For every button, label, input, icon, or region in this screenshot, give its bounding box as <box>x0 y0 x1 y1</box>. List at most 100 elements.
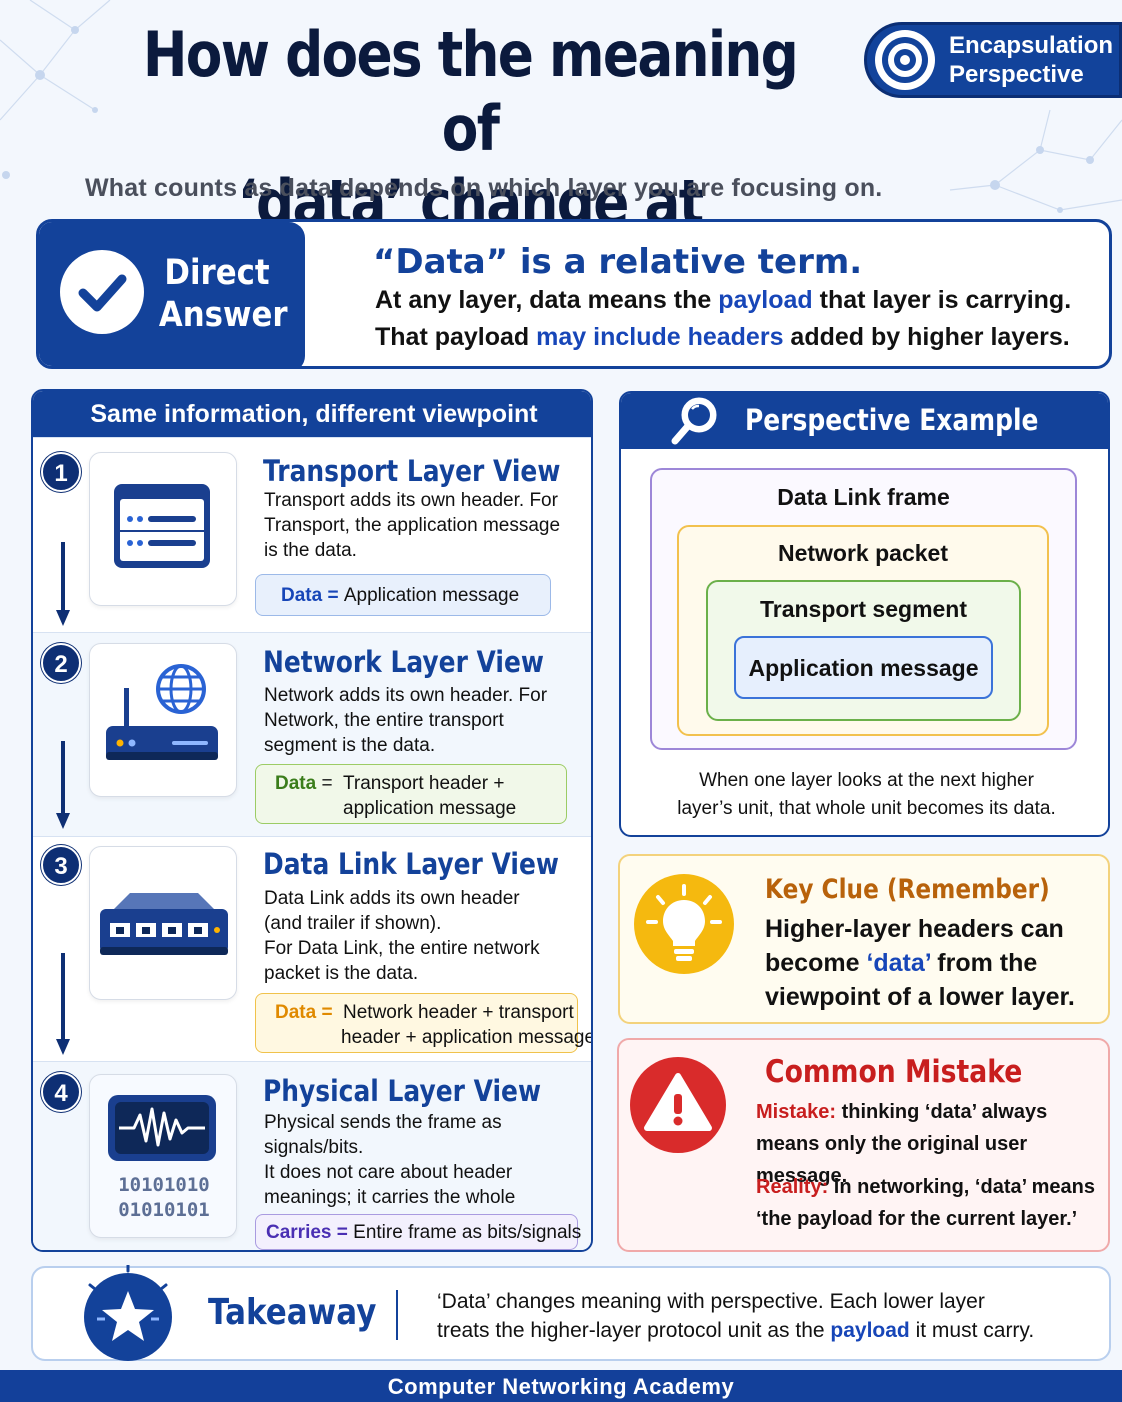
network-title: Network Layer View <box>263 645 544 679</box>
network-icon-box <box>89 643 237 797</box>
mistake-text: Mistake: thinking ‘data’ always means on… <box>756 1096 1106 1192</box>
network-packet-label: Network packet <box>777 540 948 566</box>
perspective-example-title: Perspective Example <box>745 403 1039 437</box>
down-arrow-icon <box>56 741 70 829</box>
key-clue-text-a: Higher-layer headers can become <box>765 915 1064 977</box>
layer-row-transport: 1 Transport Layer View Transport adds it… <box>33 437 591 632</box>
formula-value: Entire frame as bits/signals <box>353 1222 582 1243</box>
formula-key: Carries <box>266 1222 332 1243</box>
data-link-frame-label: Data Link frame <box>777 484 950 510</box>
takeaway-line-2: treats the higher-layer protocol unit as… <box>437 1316 1034 1345</box>
encapsulation-badge: Encapsulation Perspective <box>864 22 1122 98</box>
answer-line-1-text-b: that layer is carrying. <box>812 286 1072 314</box>
formula-value-line-2: header + application message <box>341 1027 593 1048</box>
bits-line-1: 10101010 <box>118 1174 210 1196</box>
formula-key: Data <box>275 773 317 794</box>
physical-description: Physical sends the frame as signals/bits… <box>264 1110 574 1235</box>
formula-value-line-1: Network header + transport <box>343 1002 574 1023</box>
answer-line-1-text-a: At any layer, data means the <box>375 286 719 314</box>
switch-icon <box>100 893 228 955</box>
bits-line-2: 01010101 <box>118 1199 210 1221</box>
star-icon <box>84 1265 172 1361</box>
takeaway-highlight-payload: payload <box>830 1319 910 1342</box>
perspective-example-header: Perspective Example <box>621 393 1108 449</box>
data-link-description: Data Link adds its own header (and trail… <box>264 886 559 986</box>
formula-key: Data <box>281 585 323 606</box>
formula-equals: = <box>316 1002 333 1023</box>
direct-answer-label-line-1: Direct <box>164 253 270 293</box>
step-number-2: 2 <box>41 643 81 683</box>
formula-equals: = <box>322 585 344 606</box>
layer-row-network: 2 Network Layer View Network adds its ow… <box>33 632 591 836</box>
badge-line-1: Encapsulation <box>949 32 1114 59</box>
page-subtitle: What counts as data depends on which lay… <box>85 174 883 202</box>
down-arrow-icon <box>56 953 70 1055</box>
common-mistake-title: Common Mistake <box>765 1054 1023 1090</box>
perspective-example-panel: Perspective Example Data Link frame Netw… <box>619 391 1110 837</box>
perspective-caption-line-1: When one layer looks at the next higher <box>699 770 1034 791</box>
transport-icon-box <box>89 452 237 606</box>
takeaway-line-2-text-b: it must carry. <box>909 1319 1035 1342</box>
window-list-icon <box>114 484 210 568</box>
title-line-1: How does the meaning of <box>142 18 799 165</box>
answer-highlight-payload: payload <box>718 286 813 314</box>
reality-body: in networking, ‘data’ means ‘the payload… <box>756 1176 1095 1230</box>
application-message-box: Application message <box>734 636 993 699</box>
key-clue-body: Higher-layer headers can become ‘data’ f… <box>765 912 1105 1014</box>
takeaway-line-1: ‘Data’ changes meaning with perspective.… <box>437 1290 985 1313</box>
takeaway-label: Takeaway <box>208 1292 377 1333</box>
physical-description-line-1: Physical sends the frame as signals/bits… <box>264 1112 502 1158</box>
formula-value: Application message <box>343 585 520 606</box>
network-formula: Data = Transport header + application me… <box>255 764 567 824</box>
data-link-description-line-1: Data Link adds its own header (and trail… <box>264 888 520 934</box>
checkmark-icon <box>60 250 144 334</box>
formula-key: Data <box>275 1002 317 1023</box>
key-clue-title: Key Clue (Remember) <box>765 874 1050 905</box>
transport-segment-label: Transport segment <box>759 596 968 622</box>
perspective-caption-line-2: layer’s unit, that whole unit becomes it… <box>677 798 1056 819</box>
magnifier-icon <box>671 397 717 445</box>
network-description: Network adds its own header. For Network… <box>264 685 548 756</box>
perspective-caption: When one layer looks at the next higher … <box>621 767 1108 823</box>
data-link-description-line-2: For Data Link, the entire network packet… <box>264 938 540 984</box>
transport-description: Transport adds its own header. For Trans… <box>264 490 561 561</box>
key-clue-card: Key Clue (Remember) Higher-layer headers… <box>618 854 1110 1024</box>
formula-value-line-1: Transport header + <box>343 773 505 794</box>
direct-answer-label-line-2: Answer <box>158 295 288 335</box>
data-link-icon-box <box>89 846 237 1000</box>
mistake-body: thinking ‘data’ always means only the or… <box>756 1101 1048 1187</box>
lightbulb-icon <box>634 874 734 974</box>
common-mistake-card: Common Mistake Mistake: thinking ‘data’ … <box>617 1038 1110 1252</box>
answer-line-2-text-a: That payload <box>375 323 537 351</box>
transport-formula: Data = Application message <box>255 574 551 616</box>
direct-answer-card: Direct Answer “Data” is a relative term.… <box>36 219 1112 369</box>
warning-icon <box>630 1057 726 1153</box>
layer-viewpoints-heading: Same information, different viewpoint <box>33 391 591 437</box>
key-clue-highlight: ‘data’ <box>866 949 931 977</box>
step-number-4: 4 <box>41 1072 81 1112</box>
reality-text: Reality: in networking, ‘data’ means ‘th… <box>756 1171 1106 1235</box>
direct-answer-label-block: Direct Answer <box>39 222 305 366</box>
answer-line-1: At any layer, data means the payload tha… <box>375 286 1071 315</box>
direct-answer-label: Direct Answer <box>158 252 288 336</box>
takeaway-bar: Takeaway ‘Data’ changes meaning with per… <box>31 1265 1111 1361</box>
step-number-3: 3 <box>41 845 81 885</box>
application-message-label: Application message <box>748 655 979 681</box>
answer-highlight-headers: may include headers <box>536 323 784 351</box>
takeaway-text: ‘Data’ changes meaning with perspective.… <box>437 1287 1034 1345</box>
layer-row-data-link: 3 Data Link Layer View Data Link adds it… <box>33 836 593 1061</box>
answer-line-2-text-b: added by higher layers. <box>783 323 1070 351</box>
physical-icon-box: 10101010 01010101 <box>89 1074 237 1238</box>
footer-brand: Computer Networking Academy <box>0 1370 1122 1402</box>
physical-title: Physical Layer View <box>263 1074 542 1108</box>
formula-equals: = <box>331 1222 354 1243</box>
bits-readout: 10101010 01010101 <box>90 1173 238 1223</box>
layer-row-physical: 4 10101010 01010101 Physical Layer View … <box>33 1061 591 1250</box>
physical-formula: Carries = Entire frame as bits/signals <box>255 1214 582 1250</box>
formula-equals: = <box>316 773 333 794</box>
transport-title: Transport Layer View <box>263 454 561 488</box>
down-arrow-icon <box>56 542 70 626</box>
formula-value-line-2: application message <box>343 798 517 819</box>
mistake-label: Mistake: <box>756 1101 837 1123</box>
answer-line-2: That payload may include headers added b… <box>375 323 1070 352</box>
